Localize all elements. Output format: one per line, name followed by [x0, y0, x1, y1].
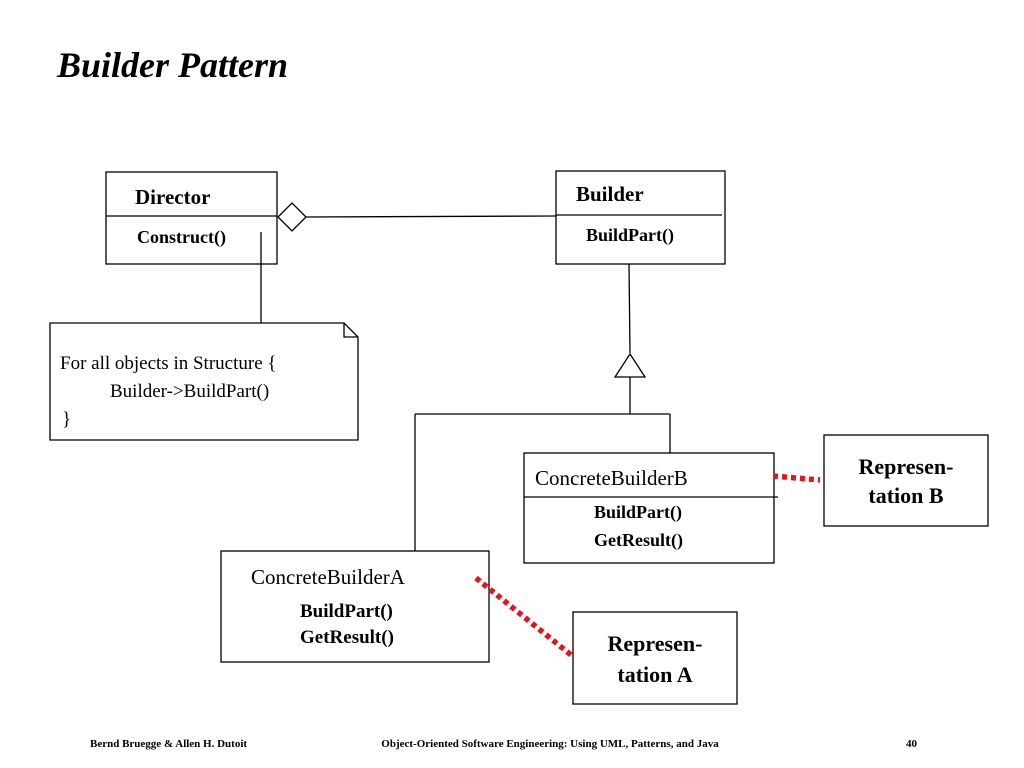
concrete-builder-b-name: ConcreteBuilderB [535, 466, 688, 490]
representation-a-box [572, 611, 738, 705]
concrete-builder-b-op-buildpart: BuildPart() [594, 502, 682, 523]
footer-authors: Bernd Bruegge & Allen H. Dutoit [90, 738, 247, 750]
representation-b: Represen- tation B [823, 434, 989, 527]
concrete-builder-b-class: ConcreteBuilderB BuildPart() GetResult() [523, 452, 778, 564]
generalization-stem [628, 263, 631, 354]
concrete-builder-b-op-getresult: GetResult() [594, 530, 683, 551]
aggregation-line [305, 215, 557, 218]
page-title: Builder Pattern [56, 45, 288, 85]
concrete-builder-b-box [523, 452, 775, 564]
representation-a-line-2: tation A [617, 662, 692, 687]
generalization-triangle [613, 352, 647, 378]
dependency-link-a [474, 575, 573, 658]
representation-a: Represen- tation A [572, 611, 738, 705]
builder-name: Builder [576, 182, 644, 206]
representation-a-line-1: Represen- [608, 631, 703, 656]
concrete-builder-a-op-getresult: GetResult() [300, 627, 394, 648]
note-fold [343, 323, 358, 338]
director-op-construct: Construct() [137, 227, 226, 248]
dependency-link-b [772, 473, 821, 483]
note-line-2: Builder->BuildPart() [110, 381, 269, 402]
note: For all objects in Structure { Builder->… [49, 322, 359, 441]
builder-box [555, 170, 726, 265]
concrete-builder-a-op-buildpart: BuildPart() [300, 601, 393, 622]
representation-b-box [823, 434, 989, 527]
footer-book-title: Object-Oriented Software Engineering: Us… [381, 738, 719, 750]
director-box [105, 171, 278, 265]
director-name: Director [135, 185, 210, 209]
director-class: Director Construct() [105, 171, 278, 265]
note-shape [49, 322, 359, 441]
concrete-builder-a-box [220, 550, 490, 663]
footer-page-number: 40 [906, 738, 918, 750]
aggregation-diamond [277, 202, 307, 232]
builder-op-buildpart: BuildPart() [586, 225, 674, 246]
concrete-builder-a-name: ConcreteBuilderA [251, 565, 406, 589]
note-line-1: For all objects in Structure { [60, 353, 277, 374]
representation-b-line-2: tation B [868, 483, 944, 508]
representation-b-line-1: Represen- [859, 454, 954, 479]
concrete-builder-a-class: ConcreteBuilderA BuildPart() GetResult() [220, 550, 490, 663]
generalization [414, 263, 671, 551]
note-line-3: } [62, 409, 71, 430]
builder-class: Builder BuildPart() [555, 170, 726, 265]
